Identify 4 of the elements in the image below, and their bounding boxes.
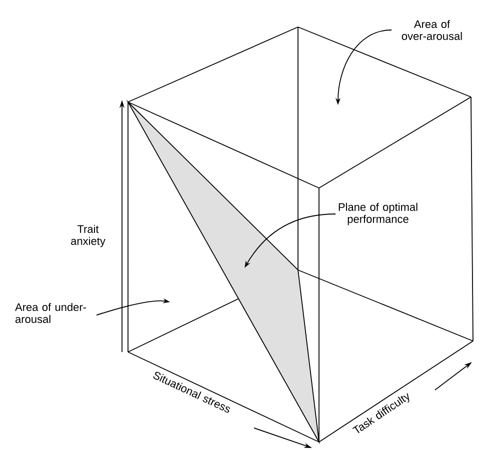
area-label: Plane of optimal performance (338, 202, 418, 226)
axis-label: Trait anxiety (71, 224, 106, 248)
area-label: Area of under-arousal (15, 302, 86, 324)
area-label: Area of over-arousal (402, 20, 462, 40)
